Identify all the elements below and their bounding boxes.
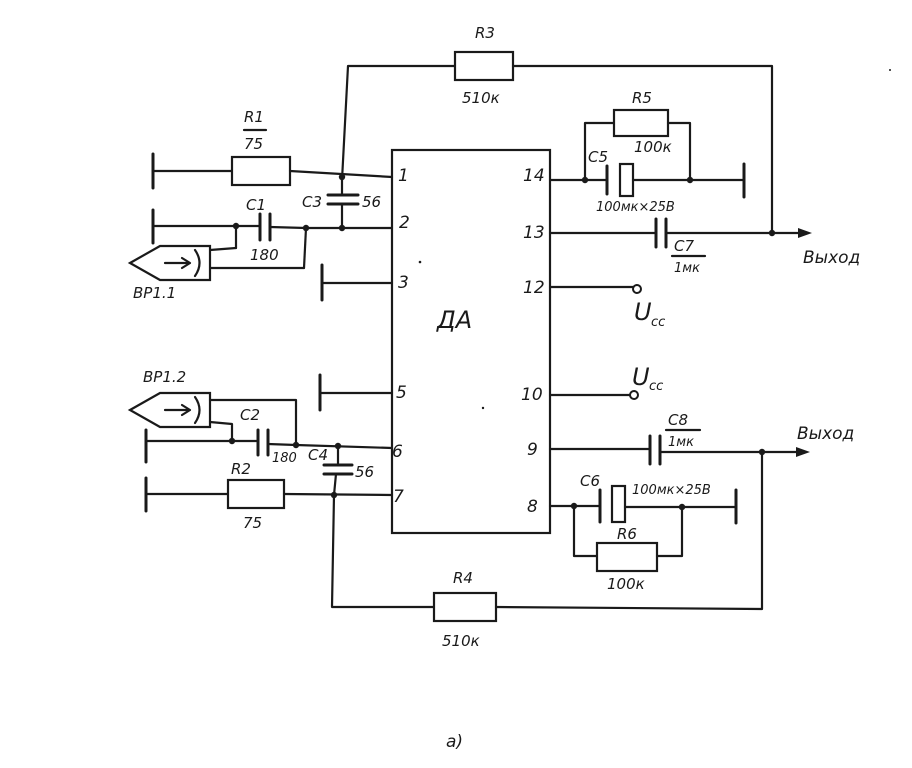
c6-value: 100мк×25В — [632, 483, 711, 498]
c3-value: 56 — [362, 193, 381, 211]
ucc-12-main: U — [634, 298, 652, 326]
pin-3: 3 — [398, 273, 409, 293]
c7-value: 1мк — [674, 261, 700, 276]
r6-value: 100к — [607, 575, 645, 593]
c6-electrolytic — [610, 484, 627, 524]
ucc-10-sub: cc — [649, 379, 663, 394]
bp11-connector: BP1.1 — [127, 244, 212, 302]
c5-value: 100мк×25В — [596, 200, 675, 215]
ucc-10-main: U — [632, 363, 650, 391]
r3-name: R3 — [475, 24, 495, 42]
c1-value: 180 — [250, 246, 279, 264]
pin3-stub — [320, 260, 422, 302]
r1-value: 75 — [244, 135, 263, 153]
c1-input: C1 180 — [151, 196, 394, 270]
pin-9: 9 — [527, 440, 538, 460]
r4-feedback: R4 510к — [330, 451, 764, 650]
c2-value: 180 — [272, 451, 297, 466]
ic-da: ДА — [390, 148, 552, 535]
c6-name: C6 — [580, 472, 600, 490]
r2-resistor — [226, 478, 286, 510]
r5-c5-network: R5 100к C5 100мк×25В — [548, 89, 746, 215]
bp12-label: BP1.2 — [143, 368, 186, 386]
r5-resistor — [612, 108, 670, 138]
pin-5: 5 — [396, 383, 407, 403]
r5-value: 100к — [634, 138, 672, 156]
ic-label: ДА — [436, 306, 472, 334]
bp12-connector: BP1.2 — [127, 368, 212, 429]
bp11-label: BP1.1 — [133, 284, 176, 302]
pin-2: 2 — [399, 213, 410, 233]
pin-10: 10 — [521, 385, 543, 405]
r4-resistor — [432, 591, 498, 623]
r6-resistor — [595, 541, 659, 573]
ucc-pin10: U cc — [548, 363, 663, 400]
c4-name: C4 — [308, 446, 328, 464]
c2-input: C2 180 — [144, 398, 394, 466]
c3-cap: C3 56 — [302, 173, 381, 232]
r1-input: R1 75 — [151, 108, 394, 190]
ic-pin-numbers: 1 2 3 5 6 7 14 13 12 10 9 8 — [392, 166, 545, 517]
pin-6: 6 — [392, 442, 403, 462]
c8-value: 1мк — [668, 435, 694, 450]
pin-14: 14 — [523, 166, 545, 186]
c7-name: C7 — [674, 237, 694, 255]
r5-name: R5 — [632, 89, 652, 107]
r2-value: 75 — [243, 514, 262, 532]
c4-cap: C4 56 — [308, 442, 374, 499]
pin-13: 13 — [523, 223, 545, 243]
r6-c6-network: C6 100мк×25В R6 100к — [548, 472, 738, 593]
c7-output: C7 1мк Выход — [548, 217, 860, 276]
r4-value: 510к — [442, 632, 480, 650]
ucc-pin12: U cc — [548, 284, 665, 330]
pin-8: 8 — [527, 497, 538, 517]
r2-input: R2 75 — [144, 460, 394, 532]
pin5-stub — [318, 373, 394, 412]
r6-name: R6 — [617, 525, 637, 543]
r2-name: R2 — [231, 460, 251, 478]
pin-7: 7 — [393, 487, 404, 507]
c2-name: C2 — [240, 406, 260, 424]
r1-resistor — [230, 155, 292, 187]
c8-output: C8 1мк Выход — [548, 411, 854, 466]
r1-name: R1 — [244, 108, 264, 126]
r3-resistor — [453, 50, 515, 82]
pin-12: 12 — [523, 278, 545, 298]
c3-name: C3 — [302, 193, 322, 211]
r3-value: 510к — [462, 89, 500, 107]
c5-electrolytic — [618, 162, 635, 198]
r4-name: R4 — [453, 569, 473, 587]
c5-name: C5 — [588, 148, 608, 166]
output-2-label: Выход — [797, 424, 854, 444]
ic-body — [390, 148, 552, 535]
r3-feedback: R3 510к — [340, 24, 774, 235]
pin-1: 1 — [398, 166, 409, 186]
c4-value: 56 — [355, 463, 374, 481]
c1-name: C1 — [246, 196, 266, 214]
c8-name: C8 — [668, 411, 688, 429]
ucc-12-sub: cc — [651, 315, 665, 330]
figure-caption: а) — [446, 732, 463, 752]
output-1-label: Выход — [803, 248, 860, 268]
